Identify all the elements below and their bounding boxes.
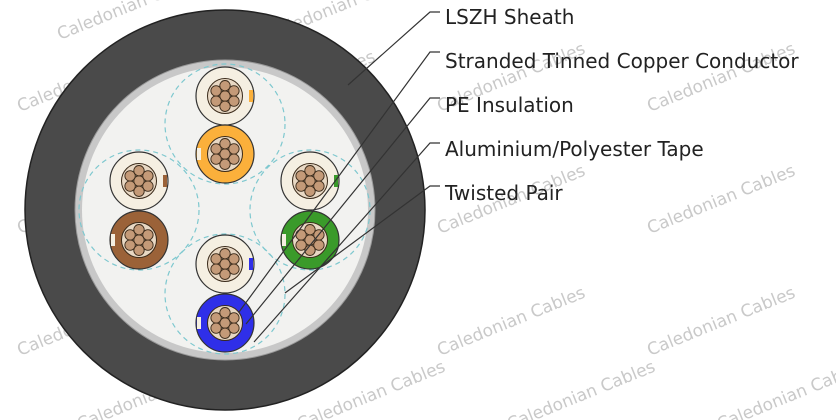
blue-pair-strand [228, 312, 240, 324]
orange-pair-strand [219, 138, 231, 150]
brown-pair-strand [142, 170, 154, 182]
brown-pair-striped-wire [109, 151, 169, 211]
label-pe-insulation: PE Insulation [445, 93, 574, 117]
brown-pair-strand [142, 229, 154, 241]
green-pair-strand [295, 170, 307, 182]
blue-pair-strand [210, 263, 222, 275]
watermark-text: Caledonian Cables [644, 161, 798, 239]
green-pair-strand [295, 180, 307, 192]
brown-pair-strand [124, 180, 136, 192]
color-stripe [163, 175, 167, 187]
brown-pair-strand [124, 239, 136, 251]
leader-tape [253, 142, 440, 343]
blue-pair-strand [219, 268, 231, 280]
brown-pair-strand [124, 229, 136, 241]
blue-pair-strand [219, 248, 231, 260]
color-stripe [249, 258, 253, 270]
brown-pair-outline [78, 149, 200, 271]
orange-pair-strand [219, 158, 231, 170]
blue-pair-strand [228, 253, 240, 265]
leader-sheath [347, 11, 440, 86]
label-twisted-pair: Twisted Pair [444, 181, 563, 205]
blue-pair-strand [210, 253, 222, 265]
orange-pair-strand [210, 85, 222, 97]
orange-pair-strand [210, 153, 222, 165]
label-conductor: Stranded Tinned Copper Conductor [445, 49, 799, 73]
watermark-text: Caledonian Cables [644, 283, 798, 361]
orange-pair-outline [164, 63, 286, 185]
orange-pair-strand [210, 95, 222, 107]
brown-pair-solid-wire [109, 210, 169, 270]
brown-pair-strand [133, 244, 145, 256]
orange-pair-strand [228, 143, 240, 155]
green-pair-solid-wire [280, 210, 340, 270]
blue-pair-outline [164, 233, 286, 355]
orange-pair-strand [219, 80, 231, 92]
blue-pair-striped-wire [195, 234, 255, 294]
green-pair-strand [313, 170, 325, 182]
orange-pair-strand [228, 85, 240, 97]
color-stripe [197, 317, 201, 329]
green-pair-striped-wire [280, 151, 340, 211]
brown-pair-strand [124, 170, 136, 182]
blue-pair-solid-wire [195, 293, 255, 353]
green-pair-strand [304, 224, 316, 236]
orange-pair-strand [210, 143, 222, 155]
watermark-text: Caledonian Cables [434, 283, 588, 361]
orange-pair-solid-wire [195, 124, 255, 184]
leader-twisted-pair [284, 185, 440, 294]
color-stripe [249, 90, 253, 102]
orange-pair-striped-wire [195, 66, 255, 126]
leader-insulation [245, 97, 440, 325]
brown-pair-strand [133, 165, 145, 177]
brown-pair-strand [133, 224, 145, 236]
label-aluminium-polyester-tape: Aluminium/Polyester Tape [445, 137, 704, 161]
color-stripe [334, 175, 338, 187]
blue-pair-strand [219, 327, 231, 339]
orange-pair-strand [219, 100, 231, 112]
color-stripe [282, 234, 286, 246]
blue-pair-strand [219, 307, 231, 319]
color-stripe [197, 148, 201, 160]
leader-conductor [238, 51, 440, 313]
cable-core-filler [82, 67, 368, 353]
watermark-text: Caledonian Cables [504, 357, 658, 420]
conductors-layer [109, 66, 340, 353]
watermark-text: Caledonian Cables [714, 357, 836, 420]
blue-pair-strand [210, 322, 222, 334]
green-pair-strand [304, 165, 316, 177]
brown-pair-strand [133, 185, 145, 197]
leader-lines [238, 11, 440, 343]
green-pair-strand [295, 239, 307, 251]
color-stripe [111, 234, 115, 246]
label-lszh-sheath: LSZH Sheath [445, 5, 574, 29]
blue-pair-strand [210, 312, 222, 324]
green-pair-strand [304, 185, 316, 197]
